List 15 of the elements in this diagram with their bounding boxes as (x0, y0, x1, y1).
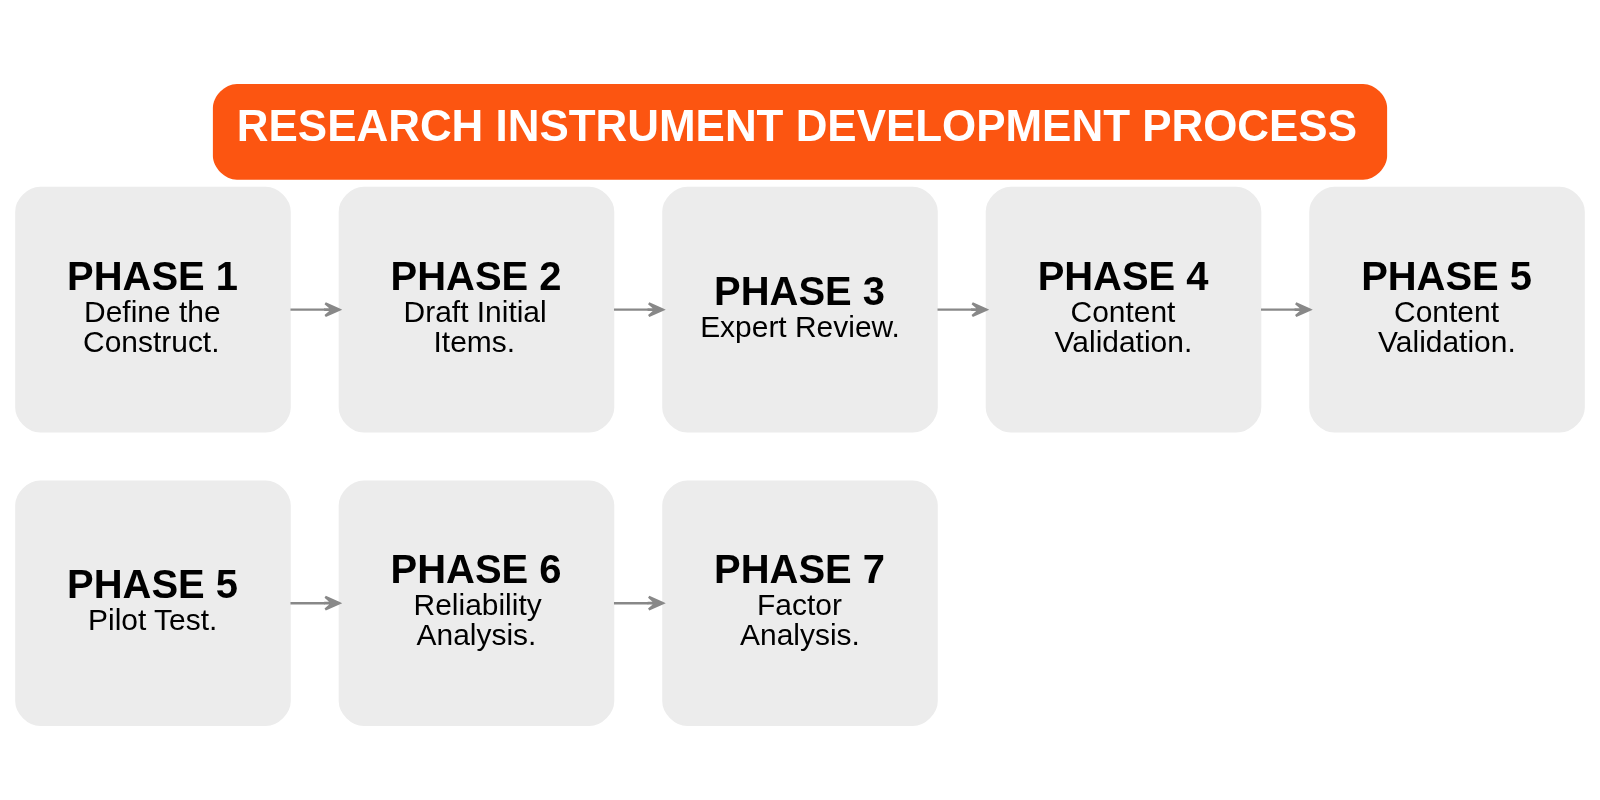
node-box: PHASE 6 Reliability Analysis. (338, 479, 615, 726)
arrow (937, 301, 988, 317)
node-box: PHASE 2 Draft Initial Items. (338, 186, 615, 432)
arrow (614, 595, 664, 611)
node-box: PHASE 4 Content Validation. (985, 186, 1262, 432)
arrow (290, 301, 341, 317)
arrow (614, 301, 664, 317)
node-box: PHASE 5 Content Validation. (1309, 186, 1585, 432)
node-box: PHASE 3 Expert Review. (662, 186, 938, 432)
node-box: PHASE 1 Define the Construct. (15, 186, 291, 432)
arrow (290, 595, 341, 611)
node-box: PHASE 7 Factor Analysis. (662, 479, 938, 726)
diagram-title: RESEARCH INSTRUMENT DEVELOPMENT PROCESS (236, 100, 1357, 150)
arrow (1261, 301, 1312, 317)
node-box: PHASE 5 Pilot Test. (15, 479, 291, 726)
